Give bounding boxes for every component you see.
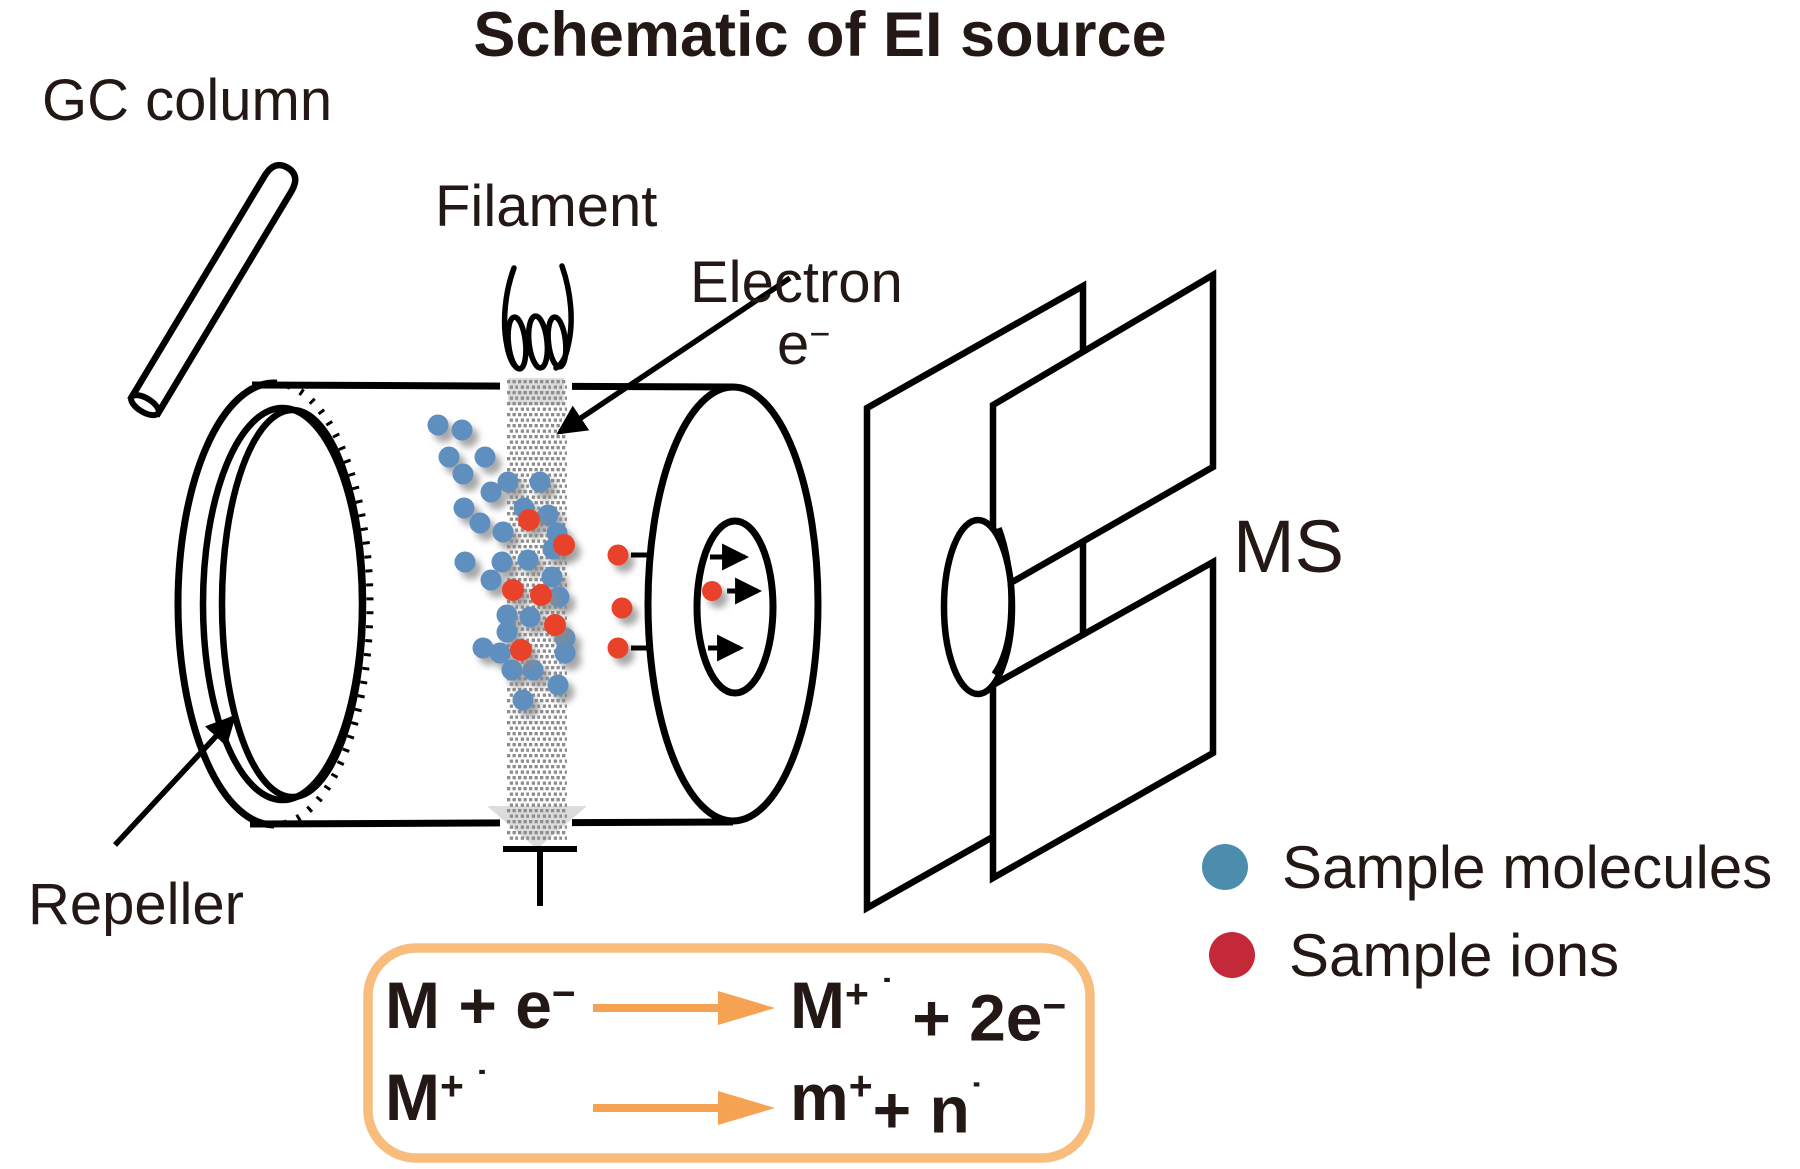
electron-trap-electrode	[503, 846, 577, 906]
particle-dot	[492, 521, 514, 543]
repeller-electrode	[199, 404, 367, 804]
equation-1-rhs: M+ ˙ + 2e−	[790, 968, 1066, 1055]
particle-dot	[544, 614, 566, 636]
plate-aperture-wall	[991, 527, 1014, 676]
particle-dot	[480, 481, 502, 503]
gc-column-opening	[128, 392, 162, 419]
particle-dot	[517, 549, 539, 571]
equation-box: M + e− M+ ˙ + 2e− M+ ˙ m++ n˙	[363, 943, 1095, 1163]
equation-2-lhs: M+ ˙	[385, 1060, 489, 1134]
particle-dot	[474, 446, 496, 468]
particle-dot	[451, 419, 473, 441]
particle-dot	[702, 581, 722, 601]
particle-dot	[553, 534, 575, 556]
electron-pointer-arrow	[556, 275, 792, 435]
particle-dot	[454, 551, 476, 573]
equation-1-lhs: M + e−	[385, 968, 576, 1042]
particle-dot	[496, 621, 518, 643]
particle-dot	[607, 544, 629, 566]
particle-dot	[480, 569, 502, 591]
particle-dot	[554, 642, 576, 664]
chamber-left-rim-hidden	[273, 379, 374, 829]
ms-label: MS	[1233, 505, 1344, 588]
particle-dot	[512, 689, 534, 711]
reaction-arrow-2	[593, 1091, 775, 1125]
particle-dot	[469, 512, 491, 534]
sample-ion-dots-drifting	[607, 544, 649, 659]
equation-2-rhs: m++ n˙	[790, 1060, 983, 1147]
chamber-left-rim	[174, 379, 275, 829]
particle-dot	[522, 659, 544, 681]
particle-dot	[519, 606, 541, 628]
chamber-bottom-edge	[249, 818, 734, 828]
legend-ions-label: Sample ions	[1289, 922, 1619, 989]
particle-dot	[607, 637, 629, 659]
particle-dot	[496, 604, 518, 626]
particle-dot	[452, 463, 474, 485]
particle-dot	[491, 551, 513, 573]
particle-dot	[541, 566, 563, 588]
filament-coil-icon	[501, 263, 574, 372]
repeller-label: Repeller	[28, 872, 244, 937]
sample-ion-dot-exiting	[702, 581, 722, 601]
particle-dot	[489, 642, 511, 664]
ion-exit-aperture	[693, 517, 777, 697]
particle-dot	[453, 497, 475, 519]
particle-dot	[501, 659, 523, 681]
ion-swatch	[1209, 932, 1255, 978]
sample-molecule-dots	[427, 414, 576, 711]
extraction-plates	[863, 269, 1217, 914]
particle-dot	[510, 639, 532, 661]
ion-exit-arrows	[708, 543, 763, 662]
particle-dot	[529, 471, 551, 493]
particle-dot	[472, 637, 494, 659]
gc-column-tube	[127, 161, 299, 419]
plate-front-lower	[989, 556, 1217, 884]
legend: Sample molecules Sample ions	[1202, 834, 1772, 989]
filament-label: Filament	[435, 174, 657, 239]
chamber-top-edge	[251, 381, 734, 391]
chamber-front-face	[644, 383, 822, 825]
electron-label: Electron	[690, 250, 903, 315]
page-title: Schematic of EI source	[473, 0, 1166, 70]
repeller-pointer-arrow	[112, 714, 237, 847]
particle-dot	[518, 509, 540, 531]
particle-dot	[530, 584, 552, 606]
particle-dot	[502, 579, 524, 601]
particle-dot	[547, 674, 569, 696]
particle-dot	[497, 471, 519, 493]
particle-dot	[548, 586, 570, 608]
reaction-arrow-1	[593, 991, 775, 1025]
legend-molecules-label: Sample molecules	[1282, 834, 1772, 901]
particle-dot	[537, 504, 559, 526]
particle-dot	[427, 414, 449, 436]
molecule-swatch	[1202, 844, 1248, 890]
particle-dot	[438, 446, 460, 468]
ion-chamber	[174, 379, 734, 829]
sample-ion-dots-in-beam	[502, 509, 575, 661]
gc-column-label: GC column	[42, 68, 332, 133]
electron-symbol-label: e−	[777, 312, 830, 377]
particle-dot	[611, 597, 633, 619]
